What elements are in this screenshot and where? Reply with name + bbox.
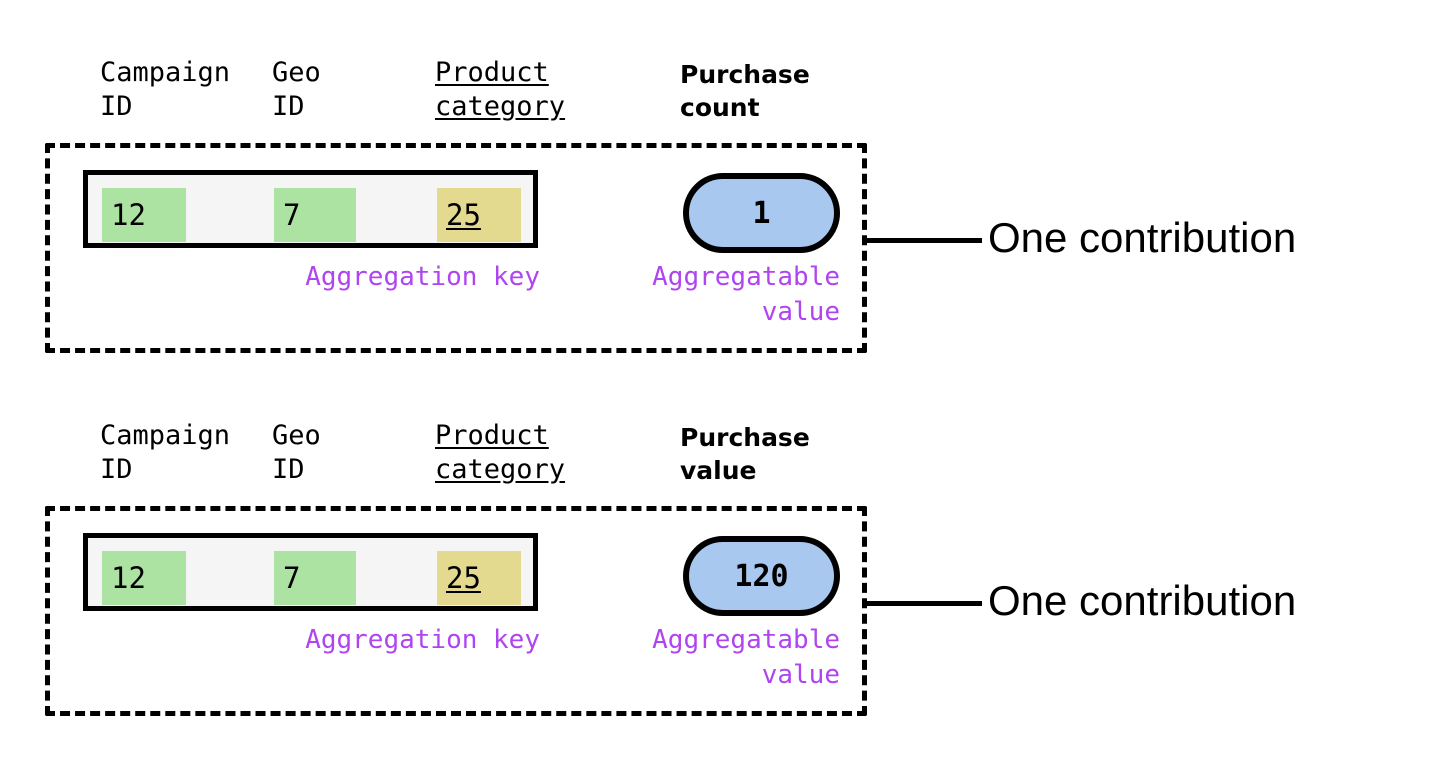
aggregatable-value-pill-1: 1 xyxy=(683,173,840,253)
product-line-2: category xyxy=(435,454,566,485)
key-cell-product-category-value: 25 xyxy=(446,561,481,595)
key-cell-product-category: 25 xyxy=(437,188,521,242)
contribution-boundary-2: 12 7 25 120 Aggregation key Aggregatable… xyxy=(45,506,867,716)
key-cell-geo-id: 7 xyxy=(274,188,356,242)
column-header-campaign-id: Campaign ID xyxy=(100,420,231,485)
column-header-product-category: Product category xyxy=(435,56,565,124)
column-header-campaign-id: Campaign ID xyxy=(100,57,231,122)
product-line-1: Product xyxy=(435,57,549,88)
annotation-aggregation-key-1: Aggregation key xyxy=(305,262,540,292)
column-header-geo-id: Geo ID xyxy=(272,420,321,485)
product-line-2: category xyxy=(435,91,566,122)
column-header-purchase-count: Purchase count xyxy=(680,60,810,122)
key-cell-product-category-value: 25 xyxy=(446,198,481,232)
aggregatable-value-pill-2: 120 xyxy=(683,536,840,616)
key-cell-product-category: 25 xyxy=(437,551,521,605)
callout-connector-line-1 xyxy=(867,238,982,243)
aggregation-key-row-1: 12 7 25 xyxy=(83,170,538,248)
contribution-boundary-1: 12 7 25 1 Aggregation key Aggregatable v… xyxy=(45,143,867,353)
key-cell-campaign-id: 12 xyxy=(102,551,186,605)
column-headers-2: Campaign ID Geo ID Product category Purc… xyxy=(0,419,900,499)
annotation-aggregatable-value-1: Aggregatable value xyxy=(652,262,840,327)
column-header-product-category: Product category xyxy=(435,419,565,487)
aggregation-key-row-2: 12 7 25 xyxy=(83,533,538,611)
callout-connector-line-2 xyxy=(867,601,982,606)
callout-label-one-contribution-1: One contribution xyxy=(988,214,1297,261)
key-cell-geo-id: 7 xyxy=(274,551,356,605)
callout-label-one-contribution-2: One contribution xyxy=(988,577,1297,624)
product-line-1: Product xyxy=(435,420,549,451)
annotation-aggregation-key-2: Aggregation key xyxy=(305,625,540,655)
column-headers-1: Campaign ID Geo ID Product category Purc… xyxy=(0,56,900,136)
key-cell-campaign-id: 12 xyxy=(102,188,186,242)
column-header-purchase-value: Purchase value xyxy=(680,423,810,485)
column-header-geo-id: Geo ID xyxy=(272,57,321,122)
annotation-aggregatable-value-2: Aggregatable value xyxy=(652,625,840,690)
